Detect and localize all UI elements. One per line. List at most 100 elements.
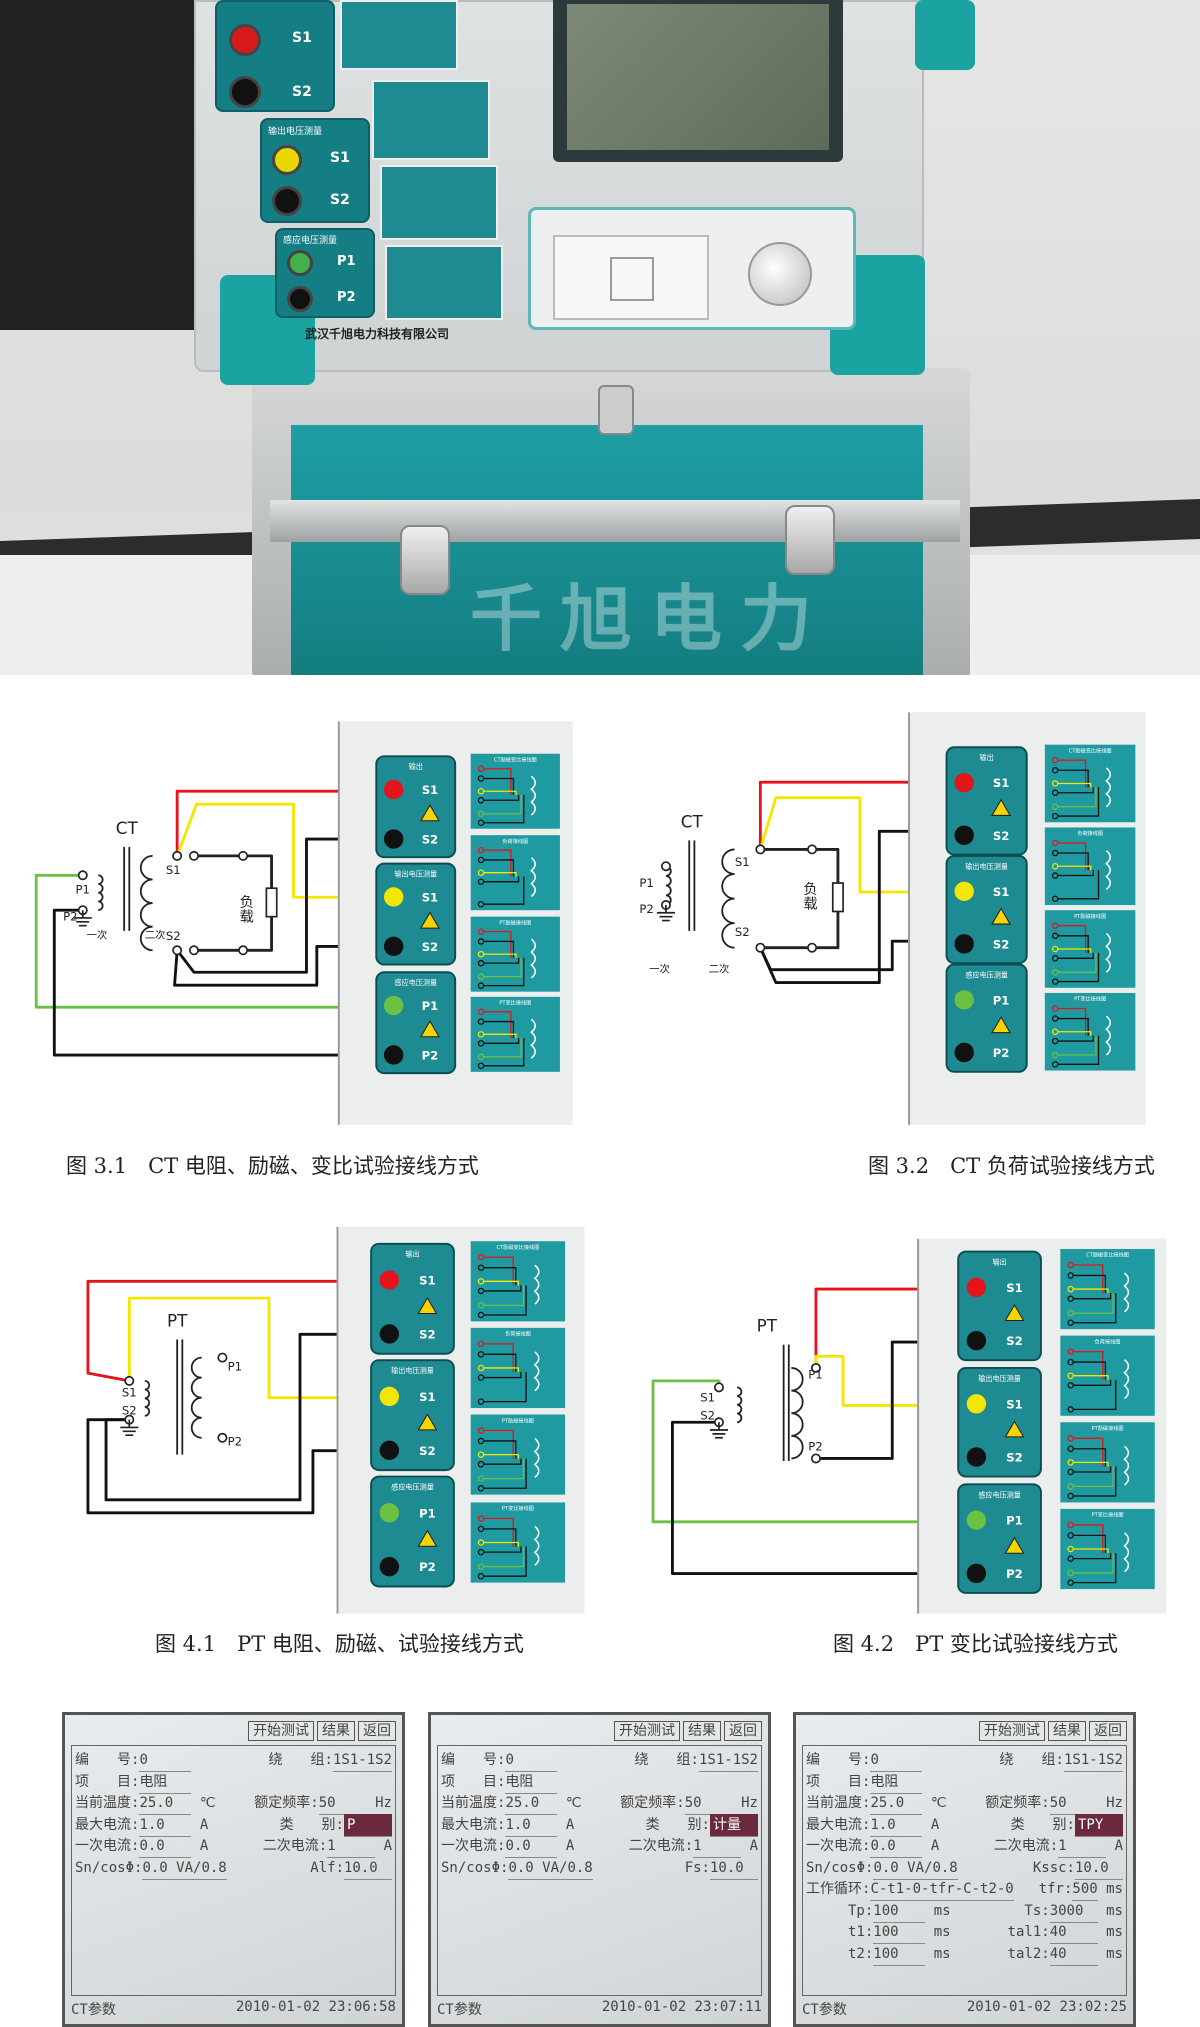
- param-value[interactable]: 电阻: [870, 1771, 923, 1794]
- mini-wire: [483, 1458, 525, 1480]
- ground-icon: [73, 910, 92, 927]
- param-value[interactable]: P: [344, 1813, 392, 1837]
- param-value[interactable]: 1: [1058, 1835, 1107, 1858]
- param-value[interactable]: 10.0: [710, 1857, 758, 1880]
- param-value[interactable]: 1: [327, 1835, 376, 1858]
- jack-red: [954, 772, 974, 793]
- param-value[interactable]: 50: [318, 1792, 367, 1815]
- param-value[interactable]: 1S1-1S2: [332, 1749, 392, 1772]
- result-button[interactable]: 结果: [683, 1721, 721, 1741]
- jack-red: [379, 1270, 400, 1290]
- back-button[interactable]: 返回: [1089, 1721, 1127, 1741]
- param-label: 当前温度:: [806, 1795, 871, 1811]
- param-value[interactable]: 10.0: [1075, 1857, 1123, 1880]
- param-value[interactable]: 100: [873, 1900, 926, 1923]
- param-value[interactable]: 1.0: [505, 1814, 558, 1837]
- photo-terminal-block-output: S1 S2: [215, 0, 335, 112]
- mini-wire: [483, 1458, 527, 1489]
- mini-wire: [1073, 1288, 1109, 1294]
- param-unit: A: [557, 1838, 575, 1854]
- param-value[interactable]: 0.0: [505, 1835, 558, 1858]
- param-value[interactable]: C-t1-0-tfr-C-t2-0: [870, 1878, 1014, 1901]
- back-button[interactable]: 返回: [724, 1721, 762, 1741]
- mini-coil: [530, 775, 537, 816]
- result-button[interactable]: 结果: [317, 1721, 355, 1741]
- param-value[interactable]: 1S1-1S2: [698, 1749, 758, 1772]
- terminal-block-title: 感应电压测量: [978, 1490, 1021, 1499]
- param-right: 绕 组:1S1-1S2: [635, 1749, 758, 1772]
- start-test-button[interactable]: 开始测试: [979, 1721, 1045, 1741]
- param-value[interactable]: 500: [1072, 1878, 1098, 1901]
- mini-wire: [1057, 759, 1087, 788]
- param-value[interactable]: 50: [684, 1792, 733, 1815]
- param-left: 项 目:电阻: [75, 1771, 192, 1794]
- param-value[interactable]: 1S1-1S2: [1063, 1749, 1123, 1772]
- terminal-s2-label: S2: [122, 1404, 137, 1418]
- param-label: 类 别:: [1010, 1816, 1075, 1833]
- mini-wire: [1057, 870, 1100, 900]
- param-value[interactable]: 100: [873, 1921, 926, 1944]
- terminal-node: [807, 942, 818, 953]
- param-value[interactable]: 0: [870, 1749, 923, 1772]
- terminal-node: [124, 1375, 135, 1386]
- jack-green: [379, 1503, 400, 1523]
- param-value[interactable]: 0.0: [139, 1835, 192, 1858]
- result-button[interactable]: 结果: [1048, 1721, 1086, 1741]
- param-unit: ms: [1097, 1902, 1123, 1919]
- mini-wire: [483, 1429, 514, 1459]
- param-value[interactable]: 1.0: [870, 1814, 923, 1837]
- param-value[interactable]: 0.0 VA/0.8: [508, 1857, 593, 1880]
- param-value[interactable]: 100: [873, 1943, 926, 1966]
- start-test-button[interactable]: 开始测试: [614, 1721, 680, 1741]
- mini-wire: [483, 1343, 514, 1372]
- terminal-label: P2: [422, 1048, 439, 1062]
- param-value[interactable]: 0: [139, 1749, 192, 1772]
- param-right: 类 别:计量: [646, 1813, 758, 1837]
- param-value[interactable]: 25.0: [505, 1792, 558, 1815]
- param-value[interactable]: 25.0: [870, 1792, 923, 1815]
- param-value[interactable]: 40: [1049, 1943, 1098, 1966]
- terminal-s2-label: S2: [700, 1409, 715, 1423]
- param-value[interactable]: 0.0 VA/0.8: [873, 1857, 958, 1880]
- param-value[interactable]: 40: [1049, 1921, 1098, 1944]
- param-value[interactable]: 25.0: [139, 1792, 192, 1815]
- mini-wire: [483, 1020, 515, 1039]
- param-value[interactable]: 0.0: [870, 1835, 923, 1858]
- wire-black: [86, 1418, 388, 1515]
- param-value[interactable]: 1.0: [139, 1814, 192, 1837]
- ground-icon: [656, 905, 675, 922]
- start-test-button[interactable]: 开始测试: [248, 1721, 314, 1741]
- mini-wire: [1073, 1293, 1117, 1324]
- corner-guard-top-right: [915, 0, 975, 70]
- param-value[interactable]: 计量: [710, 1813, 758, 1837]
- mini-coil: [1123, 1532, 1130, 1573]
- primary-label: 一次: [649, 962, 670, 975]
- param-value[interactable]: 电阻: [139, 1771, 192, 1794]
- lcd-screen-title: CT参数: [802, 2002, 847, 2018]
- param-right: tal1:40 ms: [1008, 1921, 1123, 1944]
- param-value[interactable]: 0.0 VA/0.8: [142, 1857, 227, 1880]
- param-value[interactable]: 1: [693, 1835, 742, 1858]
- mini-wire: [483, 1371, 522, 1379]
- mini-wire: [1057, 1031, 1092, 1036]
- param-value[interactable]: 0: [505, 1749, 558, 1772]
- primary-label: 一次: [87, 929, 108, 942]
- param-label: 类 别:: [279, 1816, 344, 1833]
- mini-coil: [533, 1264, 540, 1305]
- param-value[interactable]: 50: [1049, 1792, 1098, 1815]
- param-unit: ms: [925, 1902, 951, 1919]
- param-value[interactable]: 电阻: [505, 1771, 558, 1794]
- param-value[interactable]: 10.0: [344, 1857, 392, 1880]
- param-value[interactable]: 3000: [1049, 1900, 1098, 1923]
- mini-wire: [483, 790, 517, 795]
- param-left: 一次电流:0.0 A: [75, 1835, 208, 1858]
- param-value[interactable]: TPY: [1075, 1813, 1123, 1837]
- mini-wire: [483, 794, 525, 824]
- back-button[interactable]: 返回: [358, 1721, 396, 1741]
- primary-coil: [98, 874, 104, 912]
- block-title: 感应电压测量: [283, 236, 338, 246]
- secondary-label: 二次: [709, 962, 730, 975]
